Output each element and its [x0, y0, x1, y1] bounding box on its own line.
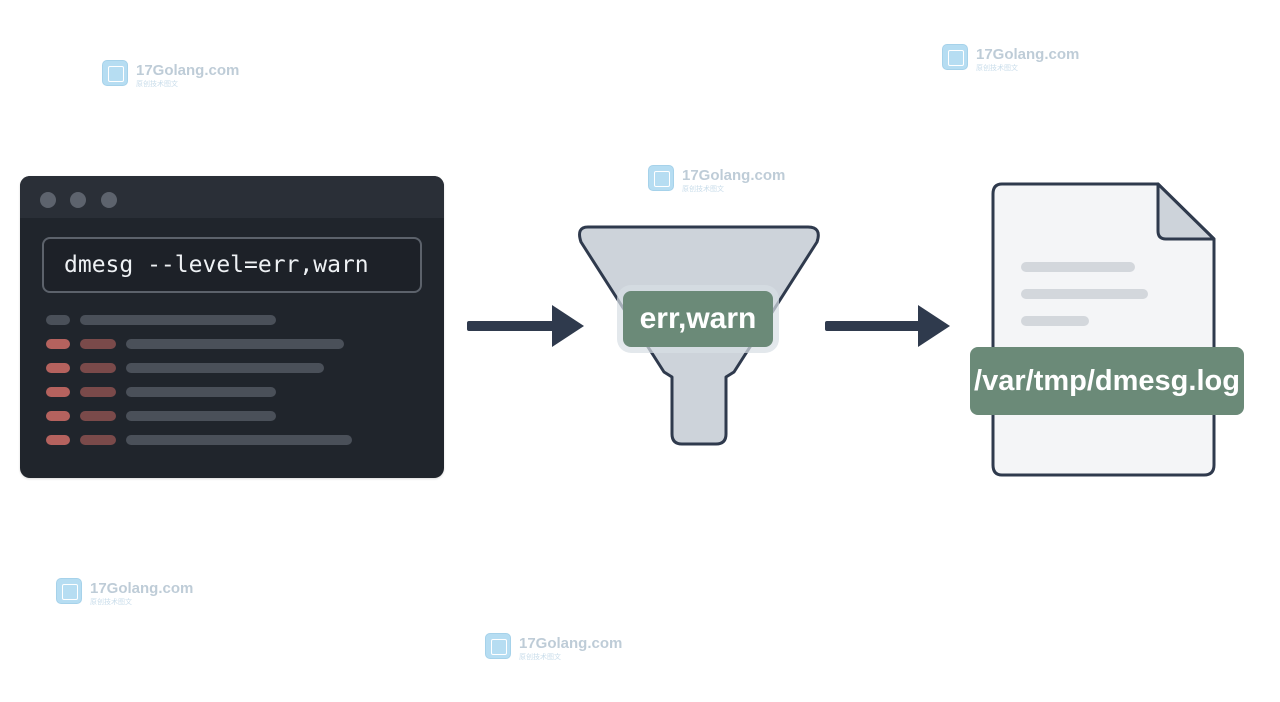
output-file-label: /var/tmp/dmesg.log [970, 347, 1244, 415]
watermark-logo-icon [485, 633, 511, 659]
watermark: 17Golang.com 原创技术图文 [102, 60, 252, 88]
log-line-error-marker [46, 339, 70, 349]
log-line-error-marker [46, 387, 70, 397]
watermark-logo-icon [102, 60, 128, 86]
command-text: dmesg --level=err,warn [64, 252, 369, 278]
filter-label: err,warn [623, 291, 773, 347]
document-icon [991, 182, 1216, 477]
watermark-logo-icon [942, 44, 968, 70]
watermark-logo-icon [56, 578, 82, 604]
log-line-error-marker [46, 363, 70, 373]
log-line [46, 315, 70, 325]
terminal-window: dmesg --level=err,warn [20, 176, 444, 478]
log-line-level [80, 411, 116, 421]
log-line [126, 339, 344, 349]
log-line-error-marker [46, 411, 70, 421]
log-line [126, 435, 352, 445]
log-line [126, 411, 276, 421]
arrow-right-icon [467, 305, 584, 347]
log-line-level [80, 387, 116, 397]
window-maximize-dot [101, 192, 117, 208]
terminal-titlebar [20, 176, 444, 218]
watermark-logo-icon [648, 165, 674, 191]
log-line [126, 363, 324, 373]
log-line-level [80, 435, 116, 445]
arrow-right-icon [825, 305, 950, 347]
watermark: 17Golang.com 原创技术图文 [485, 633, 635, 661]
log-line [126, 387, 276, 397]
log-line-level [80, 339, 116, 349]
command-box: dmesg --level=err,warn [42, 237, 422, 293]
watermark: 17Golang.com 原创技术图文 [942, 44, 1092, 72]
window-close-dot [40, 192, 56, 208]
log-line-error-marker [46, 435, 70, 445]
log-line-level [80, 363, 116, 373]
watermark: 17Golang.com 原创技术图文 [648, 165, 798, 193]
watermark: 17Golang.com 原创技术图文 [56, 578, 206, 606]
window-minimize-dot [70, 192, 86, 208]
log-line [80, 315, 276, 325]
